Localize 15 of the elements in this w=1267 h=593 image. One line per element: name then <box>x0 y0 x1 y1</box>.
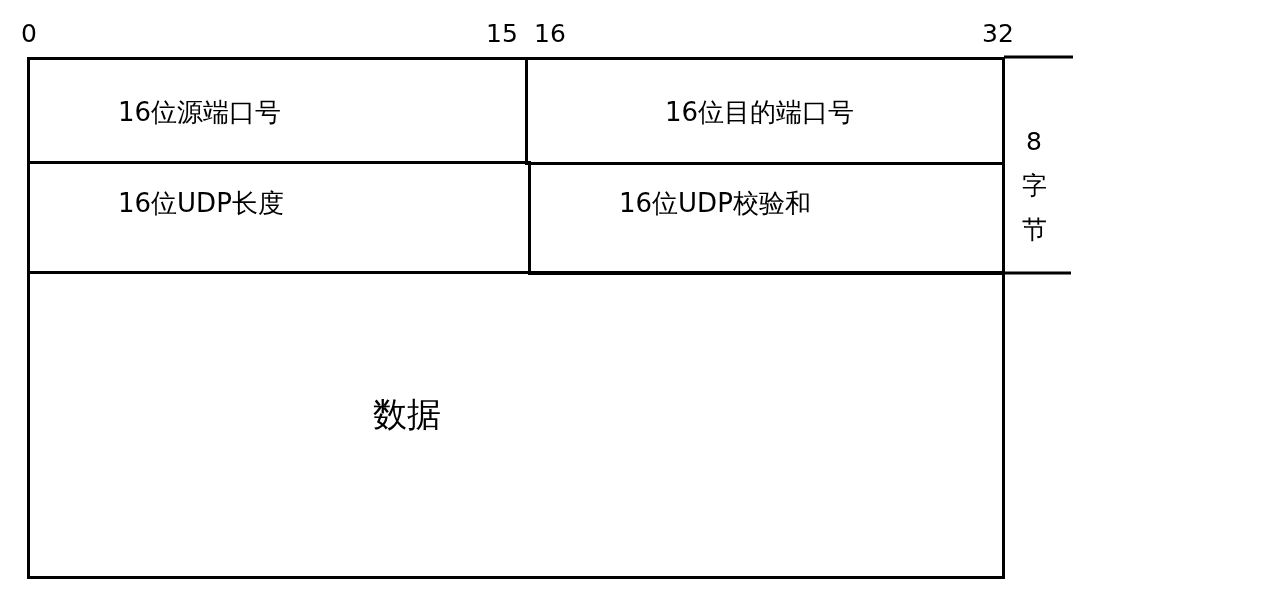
size-label: 8字节 <box>1020 126 1048 246</box>
table-cell <box>27 57 528 164</box>
table-cell <box>27 271 1005 579</box>
bit-number: 15 <box>486 19 518 49</box>
field-label: 16位目的端口号 <box>665 96 855 129</box>
table-cell <box>528 162 1005 275</box>
field-label: 16位UDP校验和 <box>619 187 811 220</box>
field-label: 数据 <box>373 393 441 435</box>
bit-number: 16 <box>534 19 566 49</box>
field-label: 16位源端口号 <box>118 96 282 129</box>
table-cell <box>525 57 1005 165</box>
table-cell <box>27 161 531 274</box>
bit-number: 0 <box>21 19 37 49</box>
field-label: 16位UDP长度 <box>118 187 284 220</box>
bit-number: 32 <box>982 19 1014 49</box>
